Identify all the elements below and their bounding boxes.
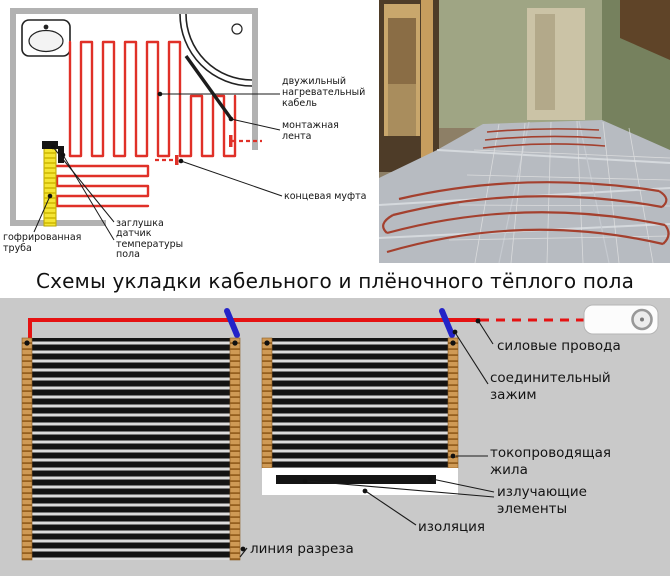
connection-dots — [24, 340, 456, 346]
power-lead — [229, 135, 262, 147]
label-power-wires: силовые провода — [497, 338, 621, 354]
installation-photo-illustration — [379, 0, 670, 263]
radiating-element-strip — [276, 475, 436, 484]
label-corrugated-tube: гофрированная труба — [3, 232, 82, 254]
pointer-dots — [47, 91, 234, 199]
label-plug: заглушка — [116, 218, 164, 229]
sink — [21, 19, 71, 57]
film-layout-drawing — [0, 298, 670, 576]
connecting-clamps — [224, 308, 455, 338]
cable-layout-panel: двужильный нагревательный кабель монтажн… — [0, 0, 378, 263]
film-panel-right — [261, 337, 459, 495]
label-cut-line: линия разреза — [250, 541, 354, 557]
doorway-left — [379, 0, 439, 172]
power-wire — [28, 318, 584, 338]
label-pointers — [239, 321, 495, 558]
heating-cable-serpentine — [55, 40, 237, 208]
corrugated-tube — [42, 141, 64, 227]
thermostat — [583, 304, 659, 335]
label-connecting-clamp: соединительный зажим — [490, 370, 611, 403]
page-title: Схемы укладки кабельного и плёночного тё… — [0, 263, 670, 298]
film-layout-panel: силовые провода соединительный зажим ток… — [0, 298, 670, 576]
label-insulation: изоляция — [418, 519, 486, 535]
label-conductive-core: токопроводящая жила — [490, 445, 611, 478]
label-temp-sensor: датчик температуры пола — [116, 228, 184, 260]
door-top-right — [620, 0, 670, 60]
shower-cabin — [179, 13, 253, 87]
installation-photo — [379, 0, 670, 263]
room-walls — [10, 8, 258, 226]
label-radiating-elements: излучающие элементы — [497, 484, 587, 517]
label-heating-cable: двужильный нагревательный кабель — [282, 76, 366, 109]
plug-cap — [42, 141, 58, 149]
film-panel-left — [21, 337, 241, 561]
pointer-dots — [240, 318, 481, 552]
label-end-coupling: концевая муфта — [284, 191, 367, 202]
cable-layout-drawing — [10, 8, 283, 241]
mounting-tape — [184, 55, 234, 121]
mesh-grid — [448, 120, 670, 263]
label-mounting-tape: монтажная лента — [282, 120, 339, 142]
heating-cable-photo — [382, 128, 670, 254]
label-pointers — [33, 93, 283, 241]
end-coupling — [155, 155, 179, 165]
